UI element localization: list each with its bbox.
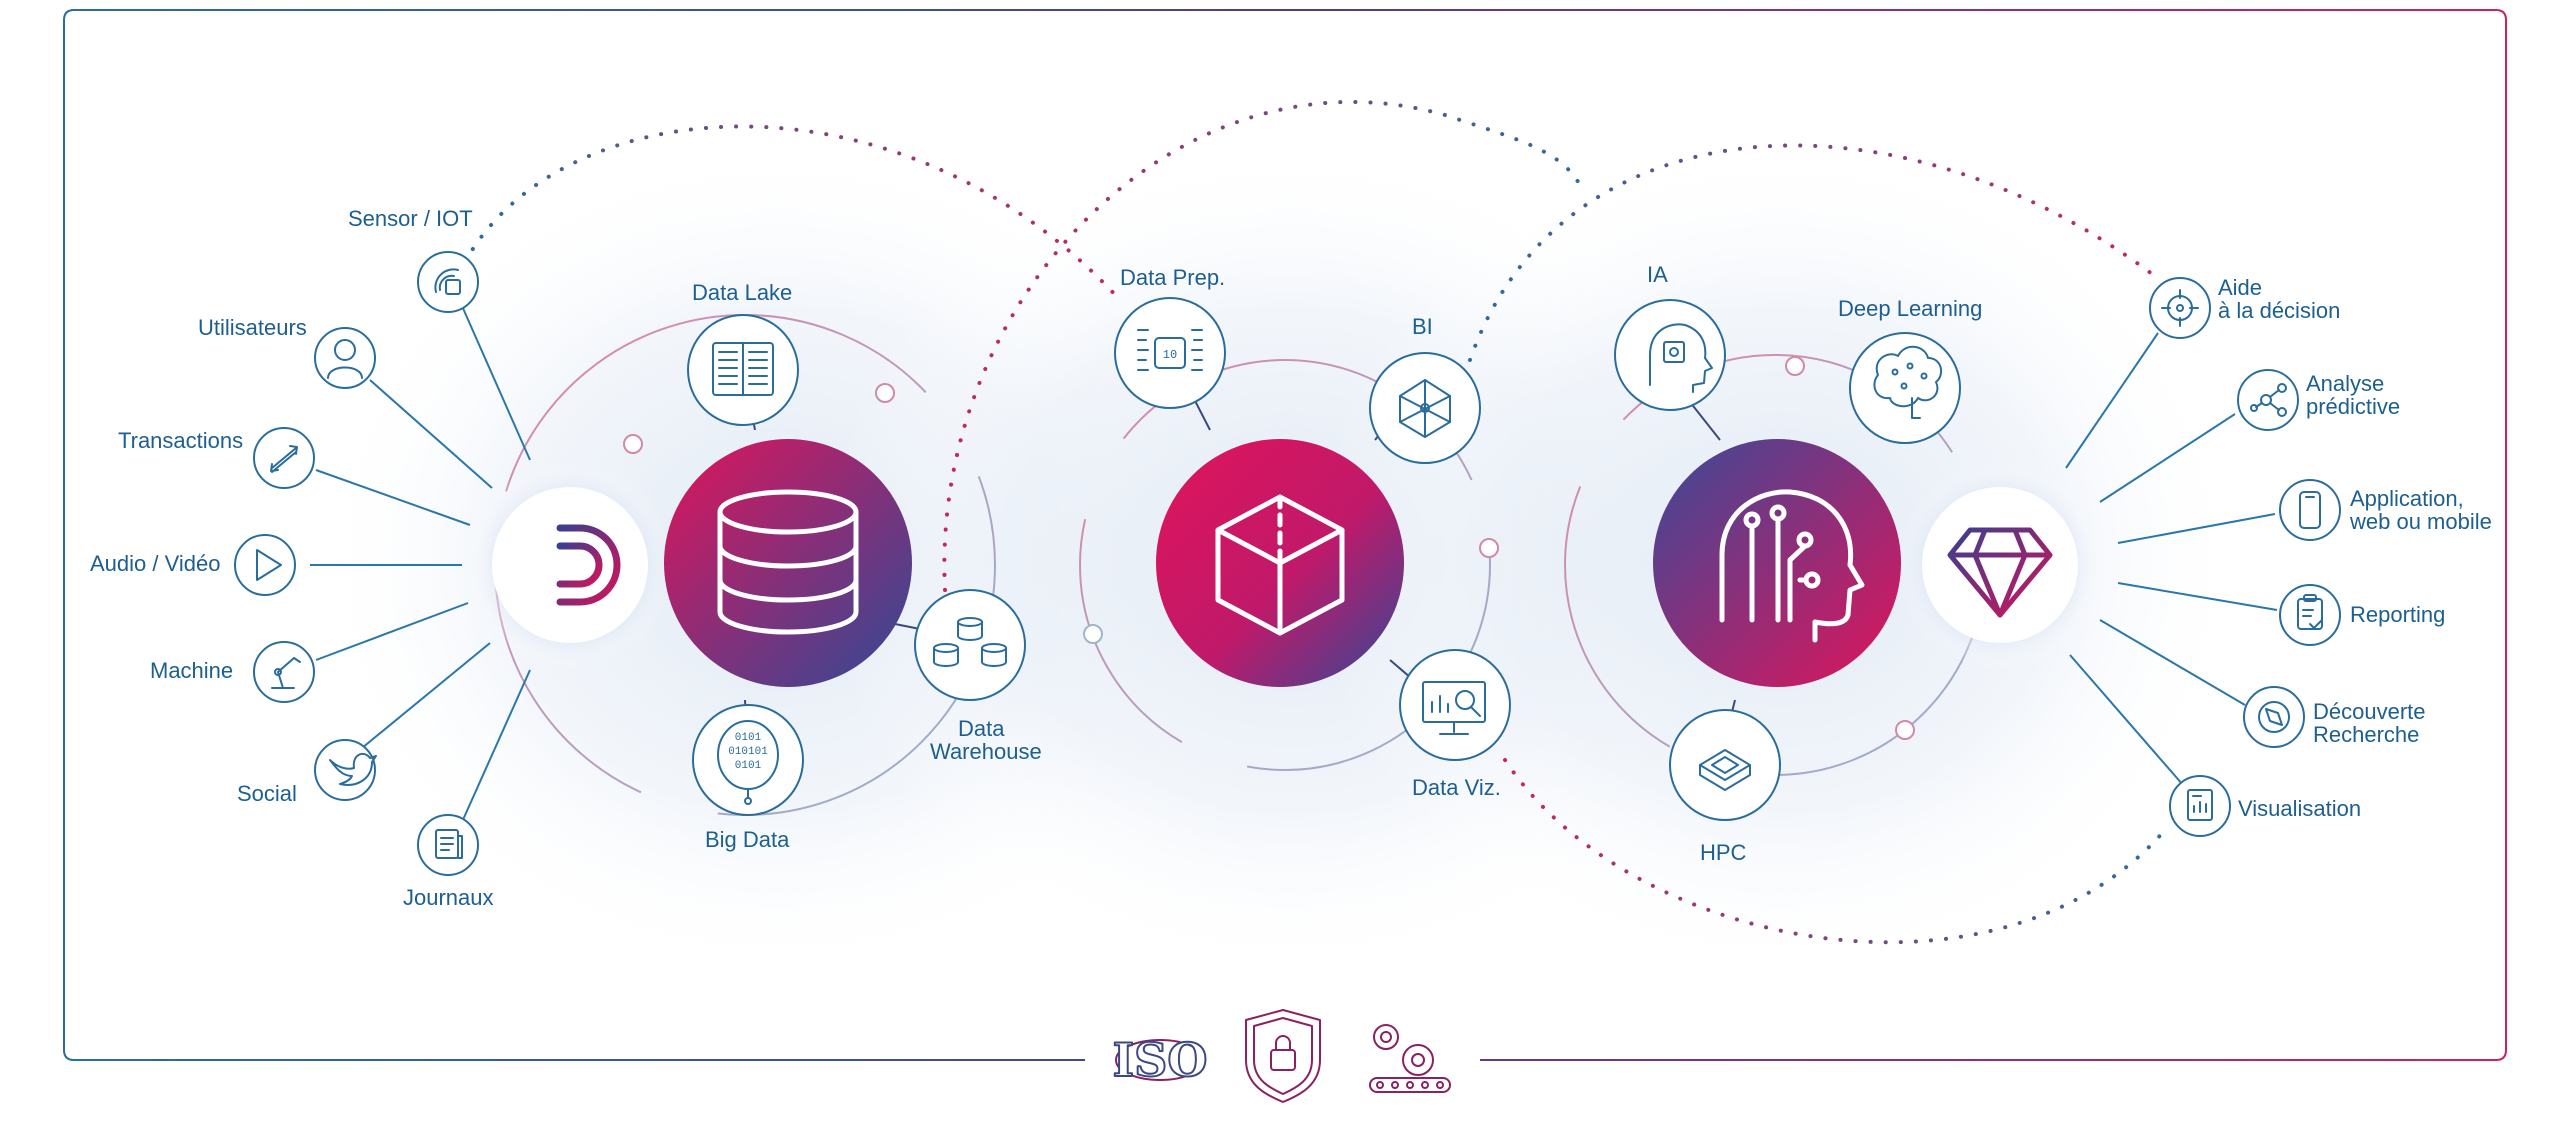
source-label-transactions: Transactions (118, 428, 243, 453)
output-label-analyse-2: prédictive (2306, 394, 2400, 419)
storage-hub (664, 439, 912, 687)
database-icon (717, 489, 859, 635)
binary-data-icon: 0101 010101 0101 (717, 720, 779, 805)
output-label-decouverte-2: Recherche (2313, 722, 2419, 747)
mobile-icon (2299, 491, 2321, 529)
output-label-aide-1: Aide (2218, 275, 2262, 300)
node-label-warehouse-line2: Warehouse (930, 739, 1042, 764)
ai-chip-head-icon (1649, 323, 1713, 393)
processor-icon (1699, 749, 1751, 791)
svg-text:010101: 010101 (728, 746, 768, 758)
target-icon (2161, 289, 2199, 327)
svg-text:10: 10 (1163, 348, 1177, 362)
cube-icon (1215, 494, 1345, 636)
svg-text:0101: 0101 (735, 732, 762, 744)
source-labels: Sensor / IOT Utilisateurs Transactions A… (90, 206, 494, 910)
documents-icon (712, 342, 774, 396)
magnet-collector (465, 460, 675, 670)
clipboard-check-icon (2297, 594, 2323, 630)
robot-arm-icon (271, 657, 301, 689)
footer-icons: ISO (1112, 1009, 1451, 1103)
node-label-ia: IA (1647, 262, 1668, 287)
output-icons (2149, 277, 2341, 837)
output-label-decouverte-1: Découverte (2313, 699, 2426, 724)
output-label-visualisation: Visualisation (2238, 796, 2361, 821)
magnet-icon (518, 524, 621, 606)
processing-hub (1156, 439, 1404, 687)
svg-text:0101: 0101 (735, 760, 762, 772)
node-label-big-data: Big Data (705, 827, 790, 852)
report-chart-icon (2187, 789, 2213, 821)
source-label-journaux: Journaux (403, 885, 494, 910)
output-labels: Aide à la décision Analyse prédictive Ap… (2218, 275, 2492, 821)
iso-text: ISO (1113, 1033, 1208, 1087)
node-label-bi: BI (1412, 314, 1433, 339)
transactions-icon (270, 445, 298, 473)
chart-magnifier-icon (1422, 681, 1486, 735)
user-icon (327, 339, 363, 379)
gem-icon (1947, 527, 2053, 618)
output-label-analyse-1: Analyse (2306, 371, 2384, 396)
source-label-users: Utilisateurs (198, 315, 307, 340)
source-label-machine: Machine (150, 658, 233, 683)
output-spokes (2065, 332, 2278, 786)
output-label-reporting: Reporting (2350, 602, 2445, 627)
source-icons (234, 251, 479, 876)
play-icon (256, 549, 282, 581)
sensor-icon (434, 268, 461, 295)
node-label-deep-learning: Deep Learning (1838, 296, 1982, 321)
node-label-data-line1: Data (958, 716, 1005, 741)
node-labels: Data Lake Big Data Data Warehouse Data P… (692, 262, 1982, 865)
gem-output (1895, 460, 2105, 670)
frame (63, 9, 2507, 1061)
node-label-data-lake: Data Lake (692, 280, 792, 305)
predictive-icon (2250, 383, 2287, 417)
output-label-application-1: Application, (2350, 486, 2464, 511)
source-label-social: Social (237, 781, 297, 806)
output-label-application-2: web ou mobile (2349, 509, 2492, 534)
source-label-audio-video: Audio / Vidéo (90, 551, 220, 576)
source-spokes (310, 305, 531, 823)
iso-badge-icon: ISO (1112, 1032, 1209, 1088)
ai-head-icon (1719, 489, 1865, 643)
source-label-sensor: Sensor / IOT (348, 206, 473, 231)
data-prep-icon: 10 (1137, 329, 1203, 371)
output-label-aide-2: à la décision (2218, 298, 2340, 323)
warehouse-icon (933, 617, 1007, 667)
intelligence-hub (1653, 439, 1901, 687)
node-label-data-viz: Data Viz. (1412, 775, 1501, 800)
brain-icon (1873, 345, 1943, 419)
node-label-data-prep: Data Prep. (1120, 265, 1225, 290)
newspaper-icon (435, 829, 463, 859)
node-label-hpc: HPC (1700, 840, 1747, 865)
twitter-icon (329, 752, 377, 786)
shield-lock-icon (1245, 1009, 1321, 1103)
gears-conveyor-icon (1369, 1024, 1451, 1093)
compass-icon (2258, 701, 2290, 733)
network-icon (1399, 379, 1451, 438)
